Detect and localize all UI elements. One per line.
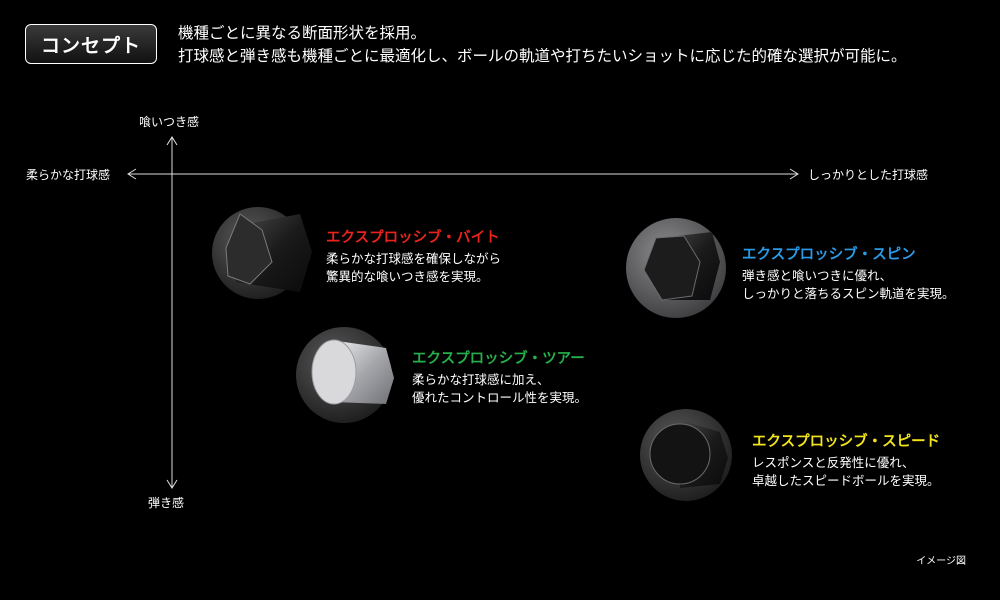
product-description: 柔らかな打球感に加え、 優れたコントロール性を実現。 [412,371,587,407]
concept-badge: コンセプト [25,24,157,64]
product-desc-line-2: しっかりと落ちるスピン軌道を実現。 [742,286,955,301]
product-tour: エクスプロッシブ・ツアー 柔らかな打球感に加え、 優れたコントロール性を実現。 [412,347,587,407]
product-desc-line-1: 柔らかな打球感に加え、 [412,372,550,387]
intro-line-2: 打球感と弾き感も機種ごとに最適化し、ボールの軌道や打ちたいショットに応じた的確な… [178,47,907,65]
axis-label-right: しっかりとした打球感 [808,168,929,182]
spin-cross-section-icon [626,218,726,318]
horizontal-axis [127,168,799,180]
vertical-axis [166,136,178,489]
product-name: エクスプロッシブ・スピン [742,247,916,263]
product-description: 弾き感と喰いつきに優れ、 しっかりと落ちるスピン軌道を実現。 [742,267,955,303]
product-desc-line-2: 優れたコントロール性を実現。 [412,390,588,405]
product-desc-line-1: 弾き感と喰いつきに優れ、 [742,268,893,283]
axis-label-left: 柔らかな打球感 [26,168,111,182]
product-name: エクスプロッシブ・ツアー [412,351,585,367]
product-description: 柔らかな打球感を確保しながら 驚異的な喰いつき感を実現。 [326,250,501,286]
tour-cross-section-icon [296,327,394,423]
product-description: レスポンスと反発性に優れ、 卓越したスピードボールを実現。 [752,454,940,490]
intro-text: 機種ごとに異なる断面形状を採用。 打球感と弾き感も機種ごとに最適化し、ボールの軌… [178,22,907,68]
product-name: エクスプロッシブ・バイト [326,230,500,246]
product-desc-line-1: 柔らかな打球感を確保しながら [326,251,502,266]
product-name: エクスプロッシブ・スピード [752,434,941,450]
speed-cross-section-icon [640,409,732,501]
product-spin: エクスプロッシブ・スピン 弾き感と喰いつきに優れ、 しっかりと落ちるスピン軌道を… [742,243,955,303]
axis-label-top: 喰いつき感 [139,115,200,129]
intro-line-1: 機種ごとに異なる断面形状を採用。 [178,24,427,42]
product-speed: エクスプロッシブ・スピード レスポンスと反発性に優れ、 卓越したスピードボールを… [752,430,940,490]
bite-cross-section-icon [212,207,312,299]
axis-label-bottom: 弾き感 [148,496,185,510]
product-desc-line-2: 卓越したスピードボールを実現。 [752,473,940,488]
product-desc-line-2: 驚異的な喰いつき感を実現。 [326,269,489,284]
image-note: イメージ図 [916,556,966,567]
product-desc-line-1: レスポンスと反発性に優れ、 [752,455,915,470]
product-bite: エクスプロッシブ・バイト 柔らかな打球感を確保しながら 驚異的な喰いつき感を実現… [326,226,501,286]
